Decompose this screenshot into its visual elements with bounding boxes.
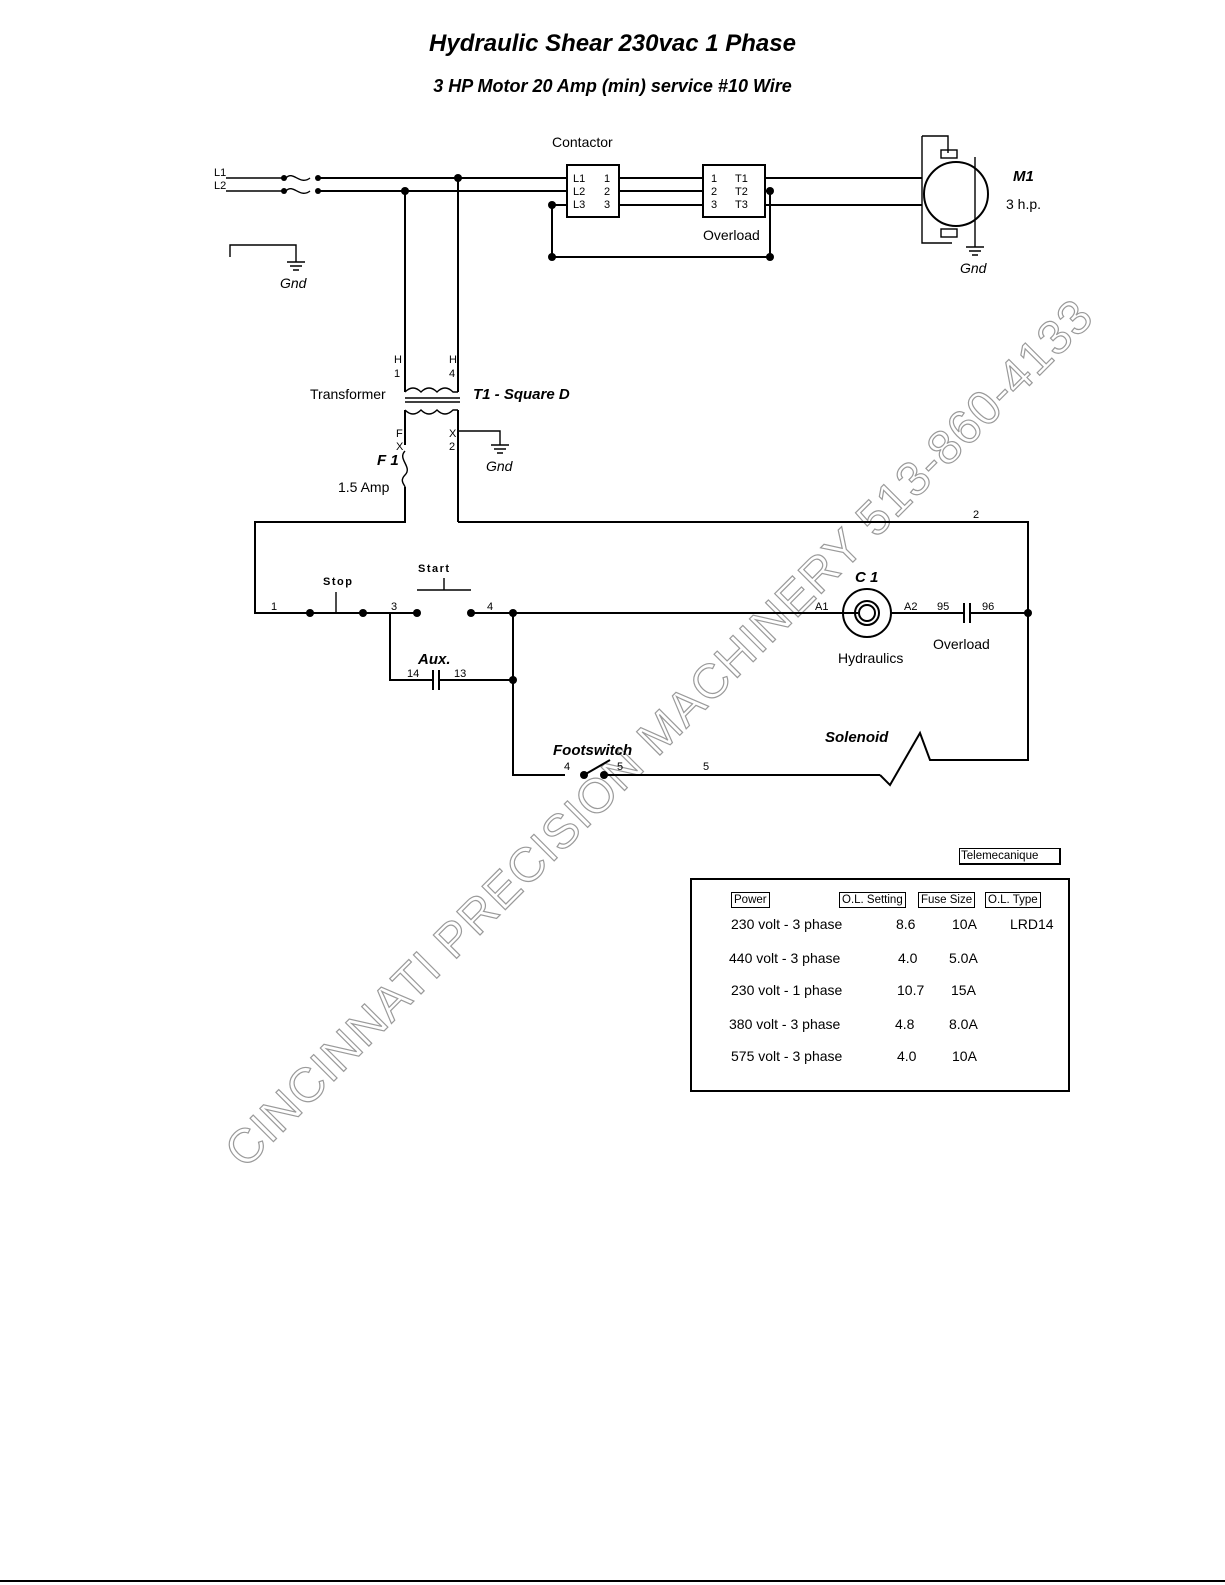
cell-ol-setting: 10.7 xyxy=(897,982,925,998)
cell-fuse-size: 15A xyxy=(951,982,976,998)
control-fuse-rating: 1.5 Amp xyxy=(338,479,390,495)
cell-power: 230 volt - 1 phase xyxy=(731,982,843,998)
ol-95-label: 95 xyxy=(937,601,949,613)
aux-13-label: 13 xyxy=(454,668,466,680)
main-fuses xyxy=(226,175,321,194)
transformer-model: T1 - Square D xyxy=(473,386,570,403)
transformer-h1-letter: H xyxy=(394,354,402,366)
ol-96-label: 96 xyxy=(982,601,994,613)
footswitch-label: Footswitch xyxy=(553,742,632,759)
control-fuse-label: F 1 xyxy=(377,452,399,469)
coil-a1-label: A1 xyxy=(815,601,828,613)
solenoid-icon xyxy=(879,613,1029,787)
overload-contact-icon xyxy=(963,603,971,623)
cell-ol-setting: 8.6 xyxy=(896,916,916,932)
transformer-ground-icon xyxy=(491,444,509,454)
overload-contact-label: Overload xyxy=(933,636,990,652)
contactor-l2: L2 xyxy=(573,186,585,198)
brand-label: Telemecanique xyxy=(959,848,1061,865)
contactor-label: Contactor xyxy=(552,134,613,150)
table-header-ol-setting: O.L. Setting xyxy=(839,892,906,908)
wire-5-label: 5 xyxy=(703,761,709,773)
motor-ground-label: Gnd xyxy=(960,260,988,276)
motor-hp: 3 h.p. xyxy=(1006,196,1041,212)
motor-icon xyxy=(921,135,989,256)
cell-power: 230 volt - 3 phase xyxy=(731,916,843,932)
cell-ol-setting: 4.8 xyxy=(895,1016,915,1032)
transformer-x2-letter: X xyxy=(449,428,457,440)
cell-power: 380 volt - 3 phase xyxy=(729,1016,841,1032)
overload-1: 1 xyxy=(711,173,717,185)
transformer-x1-letter: F xyxy=(396,428,403,440)
overload-t2: T2 xyxy=(735,186,748,198)
aux-14-label: 14 xyxy=(407,668,419,680)
overload-t3: T3 xyxy=(735,199,748,211)
aux-contact-icon xyxy=(432,670,440,690)
coil-icon xyxy=(842,588,892,638)
diagram-title: Hydraulic Shear 230vac 1 Phase xyxy=(429,30,796,57)
overload-label: Overload xyxy=(703,227,760,243)
page-bottom-rule xyxy=(0,1580,1225,1582)
overload-t1: T1 xyxy=(735,173,748,185)
coil-label: C 1 xyxy=(855,569,878,586)
wire-4-label: 4 xyxy=(487,601,493,613)
cell-fuse-size: 5.0A xyxy=(949,950,978,966)
transformer-h4-num: 4 xyxy=(449,368,455,380)
line-l2-label: L2 xyxy=(214,180,226,192)
footswitch-5-label: 5 xyxy=(617,761,623,773)
footswitch-4-label: 4 xyxy=(564,761,570,773)
start-label: Start xyxy=(418,563,451,575)
cell-ol-setting: 4.0 xyxy=(897,1048,917,1064)
motor-label: M1 xyxy=(1013,168,1034,185)
contactor-3: 3 xyxy=(604,199,610,211)
table-header-ol-type: O.L. Type xyxy=(985,892,1041,908)
stop-label: Stop xyxy=(323,576,353,588)
overload-2: 2 xyxy=(711,186,717,198)
hydraulics-label: Hydraulics xyxy=(838,650,903,666)
start-button xyxy=(417,578,471,591)
table-header-power: Power xyxy=(731,892,770,908)
aux-label: Aux. xyxy=(417,651,451,668)
cell-ol-setting: 4.0 xyxy=(898,950,918,966)
coil-a2-label: A2 xyxy=(904,601,917,613)
table-header-fuse-size: Fuse Size xyxy=(918,892,976,908)
contactor-l3: L3 xyxy=(573,199,585,211)
cell-fuse-size: 10A xyxy=(952,1048,977,1064)
control-fuse-icon xyxy=(401,450,408,488)
overload-3: 3 xyxy=(711,199,717,211)
contactor-2: 2 xyxy=(604,186,610,198)
transformer-x2-num: 2 xyxy=(449,441,455,453)
cell-fuse-size: 10A xyxy=(952,916,977,932)
transformer-icon xyxy=(404,387,460,415)
ground-icon xyxy=(229,244,305,271)
cell-ol-type: LRD14 xyxy=(1010,916,1054,932)
transformer-h4-letter: H xyxy=(449,354,457,366)
cell-power: 575 volt - 3 phase xyxy=(731,1048,843,1064)
wire-1-label: 1 xyxy=(271,601,277,613)
transformer-ground-label: Gnd xyxy=(486,458,514,474)
overload-table: Power O.L. Setting Fuse Size O.L. Type 2… xyxy=(690,878,1070,1092)
contactor-l1: L1 xyxy=(573,173,585,185)
transformer-label: Transformer xyxy=(310,386,386,402)
solenoid-label: Solenoid xyxy=(825,729,889,746)
cell-fuse-size: 8.0A xyxy=(949,1016,978,1032)
transformer-h1-num: 1 xyxy=(394,368,400,380)
transformer-x1-mark: X xyxy=(396,441,404,453)
wire-3-label: 3 xyxy=(391,601,397,613)
diagram-subtitle: 3 HP Motor 20 Amp (min) service #10 Wire xyxy=(433,76,792,96)
ground-label: Gnd xyxy=(280,275,308,291)
line-l1-label: L1 xyxy=(214,167,226,179)
cell-power: 440 volt - 3 phase xyxy=(729,950,841,966)
contactor-1: 1 xyxy=(604,173,610,185)
wire-2-label: 2 xyxy=(973,509,979,521)
